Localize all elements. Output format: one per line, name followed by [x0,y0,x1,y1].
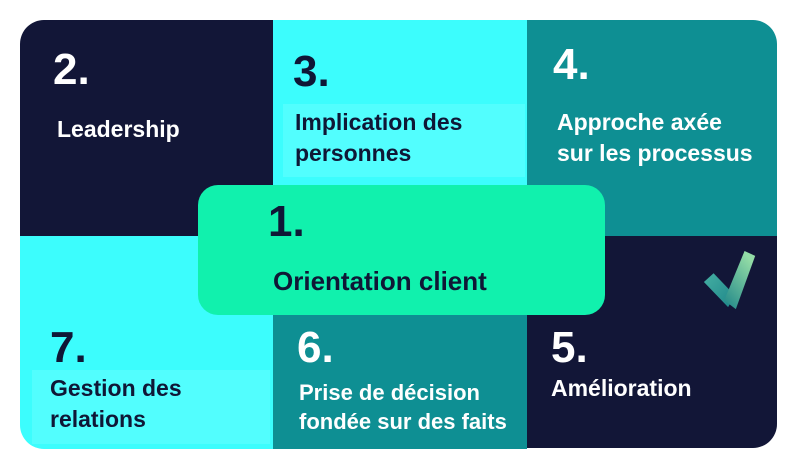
principle-6-label: Prise de décision fondée sur des faits [299,380,507,434]
principle-2-label: Leadership [57,116,180,142]
checkmark-icon [703,251,756,310]
principle-6-number: 6. [297,323,334,372]
cell-implication-des-personnes: 3. Implication des personnes [273,20,527,186]
principle-7-number: 7. [50,323,87,372]
cell-leadership: 2. Leadership [20,20,273,236]
principle-4-label: Approche axée sur les processus [557,109,753,166]
principle-3-label: Implication des personnes [283,104,525,177]
principle-3-number: 3. [293,47,330,96]
card-orientation-client: 1. Orientation client [198,185,605,315]
principle-1-label: Orientation client [273,266,487,296]
principle-5-label: Amélioration [551,375,692,401]
principle-4-number: 4. [553,40,590,89]
principle-5-number: 5. [551,323,588,372]
principle-7-label: Gestion des relations [32,370,270,444]
principle-2-number: 2. [53,45,90,94]
principle-1-number: 1. [268,197,305,246]
